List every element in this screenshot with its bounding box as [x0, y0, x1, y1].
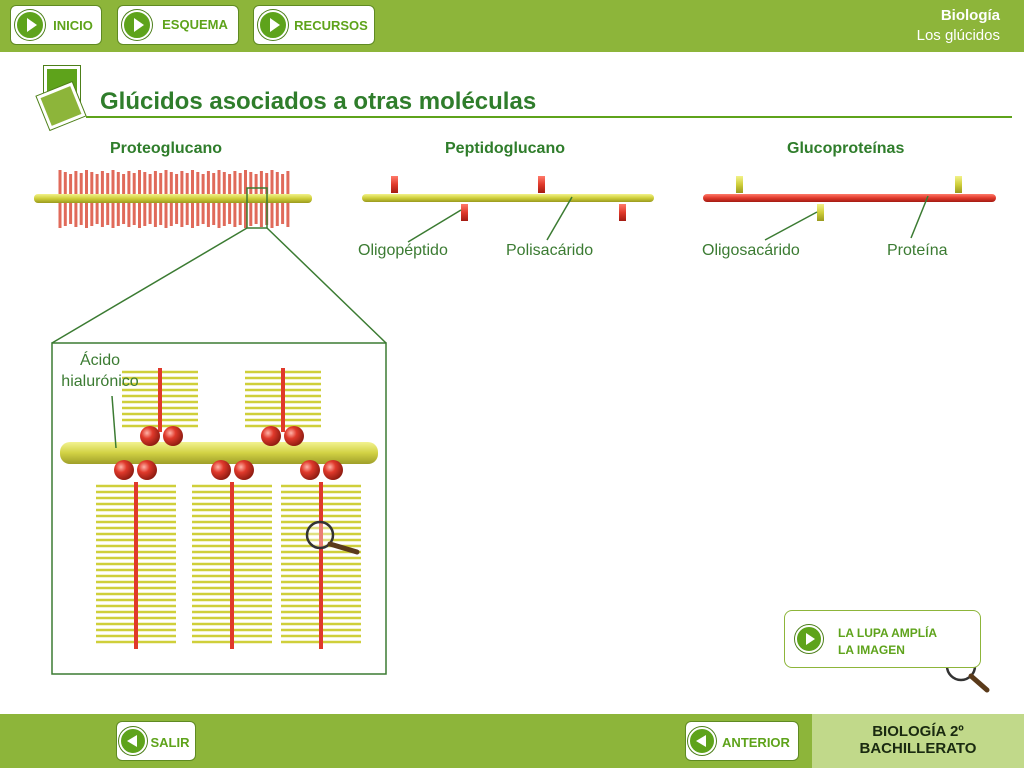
acido-label-line2: hialurónico	[61, 373, 139, 390]
proteoglucano-heading: Proteoglucano	[110, 140, 223, 157]
inicio-button[interactable]: INICIO	[10, 5, 102, 45]
link-protein	[211, 460, 231, 480]
proteina-label: Proteína	[887, 242, 948, 259]
proteoglucano-diagram	[34, 170, 387, 344]
magnifier-icon[interactable]	[305, 520, 360, 555]
link-protein	[163, 426, 183, 446]
page-title: Glúcidos asociados a otras moléculas	[100, 88, 537, 115]
info-line1: LA LUPA AMPLÍA	[838, 626, 938, 640]
top-bar: INICIO ESQUEMA RECURSOS Biología Los glú…	[0, 0, 1024, 52]
link-protein	[137, 460, 157, 480]
salir-button[interactable]: SALIR	[116, 721, 196, 761]
anterior-button[interactable]: ANTERIOR	[685, 721, 799, 761]
link-protein	[261, 426, 281, 446]
esquema-label: ESQUEMA	[162, 17, 228, 32]
esquema-button[interactable]: ESQUEMA	[117, 5, 239, 45]
title-divider	[86, 116, 1012, 118]
salir-label: SALIR	[150, 735, 190, 750]
back-arrow-icon	[119, 727, 147, 755]
play-icon	[795, 625, 823, 653]
course-brand: BIOLOGÍA 2º BACHILLERATO	[812, 714, 1024, 768]
brand-line2: BACHILLERATO	[859, 740, 977, 757]
oligosacarido-label: Oligosacárido	[702, 242, 800, 259]
back-arrow-icon	[688, 727, 716, 755]
play-icon	[258, 10, 288, 40]
link-protein	[300, 460, 320, 480]
info-line2: LA IMAGEN	[838, 643, 905, 657]
link-protein	[234, 460, 254, 480]
acido-hialuronico-label: Ácido hialurónico	[58, 350, 142, 392]
subject-name: Biología	[940, 7, 1000, 24]
zoom-info-box[interactable]: LA LUPA AMPLÍA LA IMAGEN	[784, 610, 981, 668]
oligopeptido-label: Oligopéptido	[358, 242, 448, 259]
glucoproteinas-heading: Glucoproteínas	[787, 140, 905, 157]
recursos-label: RECURSOS	[294, 18, 368, 33]
header-subject: Biología Los glúcidos	[917, 7, 1000, 44]
anterior-label: ANTERIOR	[722, 735, 790, 750]
link-protein	[140, 426, 160, 446]
inicio-label: INICIO	[53, 18, 93, 33]
link-protein	[323, 460, 343, 480]
link-protein	[284, 426, 304, 446]
topic-name: Los glúcidos	[916, 27, 1000, 44]
link-protein	[114, 460, 134, 480]
zoomed-proteoglycan	[51, 342, 387, 675]
peptidoglucano-diagram	[362, 176, 654, 243]
play-icon	[122, 10, 152, 40]
glucoproteinas-diagram	[703, 176, 996, 241]
polisacarido-label: Polisacárido	[506, 242, 594, 259]
peptidoglucano-heading: Peptidoglucano	[445, 140, 565, 157]
brand-line1: BIOLOGÍA 2º	[872, 723, 964, 740]
zoom-region-box	[246, 187, 268, 229]
recursos-button[interactable]: RECURSOS	[253, 5, 375, 45]
acido-label-line1: Ácido	[79, 352, 121, 369]
play-icon	[15, 10, 45, 40]
footer-bar: SALIR ANTERIOR BIOLOGÍA 2º BACHILLERATO	[0, 714, 1024, 768]
